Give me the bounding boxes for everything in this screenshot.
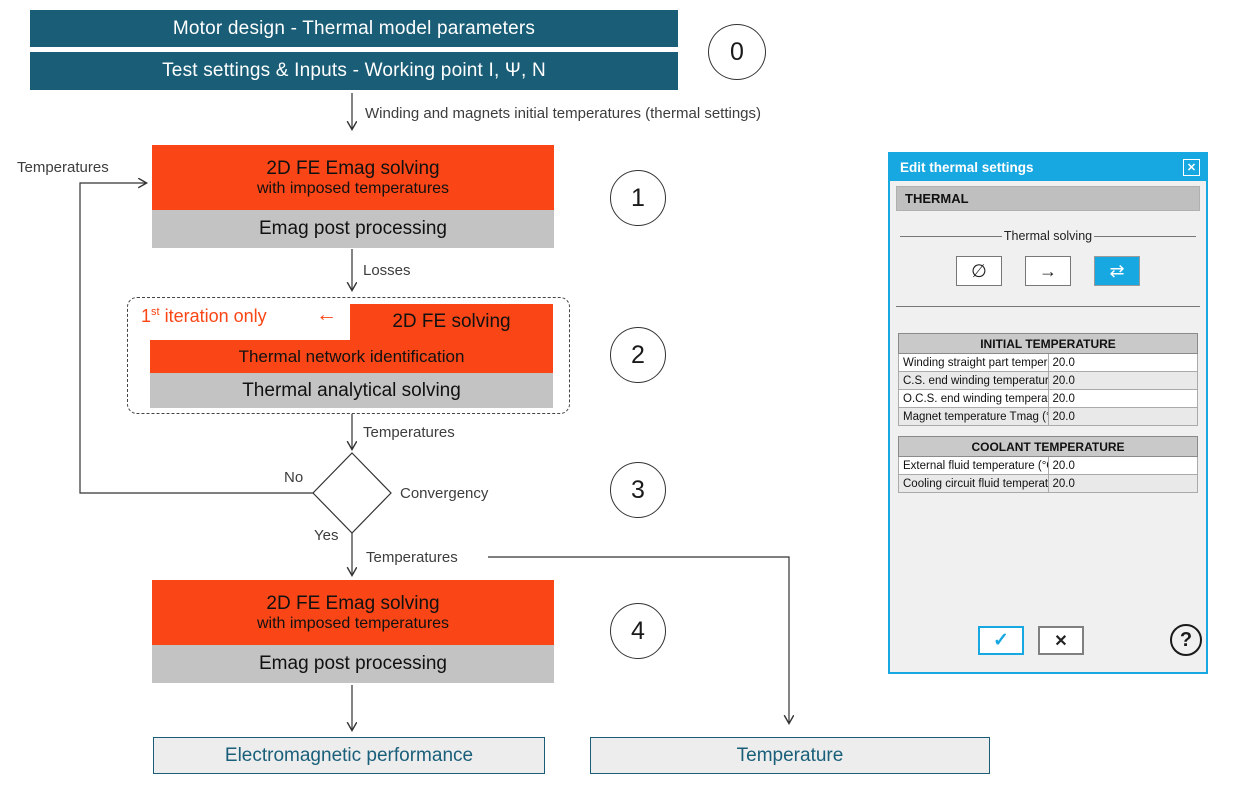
step-badge-4: 4 [610,603,666,659]
arrow-label-initial-temperatures: Winding and magnets initial temperatures… [365,105,762,122]
param-label: C.S. end winding temperature (°C) [898,371,1049,390]
table-row: C.S. end winding temperature (°C) 20.0 [898,371,1198,390]
decision-no-label: No [284,469,304,486]
param-value[interactable]: 20.0 [1047,353,1198,372]
edit-thermal-settings-dialog: Edit thermal settings ✕ THERMAL Thermal … [888,152,1208,674]
param-value[interactable]: 20.0 [1047,474,1198,493]
input-box-test-settings: Test settings & Inputs - Working point I… [30,52,678,90]
iterative-solving-button[interactable]: ⇄ [1094,256,1140,286]
decision-convergency-label: Convergency [400,485,489,502]
step2-first-iteration-note: 1st iteration only [141,306,267,326]
table-row: External fluid temperature (°C) 20.0 [898,456,1198,475]
dialog-body: THERMAL Thermal solving ∅ → ⇄ INITIAL TE… [890,181,1206,672]
close-icon[interactable]: ✕ [1183,159,1200,176]
param-value[interactable]: 20.0 [1047,456,1198,475]
dialog-title: Edit thermal settings [900,160,1034,175]
iterative-arrows-icon: ⇄ [1109,260,1125,281]
cancel-button[interactable]: ✕ [1038,626,1084,655]
one-way-arrow-icon: → [1039,260,1057,281]
initial-temperature-table: INITIAL TEMPERATURE Winding straight par… [898,333,1198,426]
param-label: Winding straight part temperature (°C) [898,353,1049,372]
param-label: O.C.S. end winding temperature (°C) [898,389,1049,408]
arrow-label-losses: Losses [363,262,411,279]
step1-post-processing-block: Emag post processing [152,210,554,248]
param-label: Cooling circuit fluid temperature (°C) [898,474,1049,493]
step4-post-processing-block: Emag post processing [152,645,554,683]
table-row: O.C.S. end winding temperature (°C) 20.0 [898,389,1198,408]
output-temperature: Temperature [590,737,990,774]
step1-line1: 2D FE Emag solving [266,157,440,179]
input-box-motor-design-label: Motor design - Thermal model parameters [172,17,536,39]
arrow-label-post-convergence-temperatures: Temperatures [366,549,458,566]
param-value[interactable]: 20.0 [1047,389,1198,408]
step2-network-identification-block: Thermal network identification [150,340,553,373]
input-box-motor-design: Motor design - Thermal model parameters [30,10,678,47]
step4-emag-solving-block: 2D FE Emag solving with imposed temperat… [152,580,554,645]
thermal-solving-options: ∅ → ⇄ [890,256,1206,286]
checkmark-icon: ✓ [993,630,1009,651]
coolant-temperature-header: COOLANT TEMPERATURE [898,436,1198,457]
step2-dashed-container [127,297,570,414]
step2-analytical-solving-block: Thermal analytical solving [150,373,553,408]
step1-emag-solving-block: 2D FE Emag solving with imposed temperat… [152,145,554,210]
param-value[interactable]: 20.0 [1047,407,1198,426]
left-arrow-icon: ← [316,303,337,326]
dialog-title-bar[interactable]: Edit thermal settings ✕ [890,154,1206,181]
thermal-solving-group-label: Thermal solving [900,229,1196,243]
step2-fe-solving-block: 2D FE solving [350,304,553,340]
arrow-label-loop-temperatures: Temperatures [17,159,109,176]
no-thermal-solving-button[interactable]: ∅ [956,256,1002,286]
step-badge-1: 1 [610,170,666,226]
table-row: Magnet temperature Tmag (°C) 20.0 [898,407,1198,426]
dialog-actions: ✓ ✕ ? [890,624,1206,658]
decision-yes-label: Yes [314,527,339,544]
group-separator [896,306,1200,307]
thermal-section-header: THERMAL [896,186,1200,211]
table-row: Cooling circuit fluid temperature (°C) 2… [898,474,1198,493]
initial-temperature-header: INITIAL TEMPERATURE [898,333,1198,354]
param-label: Magnet temperature Tmag (°C) [898,407,1049,426]
input-box-test-settings-label: Test settings & Inputs - Working point I… [162,60,546,81]
ok-button[interactable]: ✓ [978,626,1024,655]
step-badge-2: 2 [610,327,666,383]
question-mark-icon: ? [1179,628,1193,651]
one-way-solving-button[interactable]: → [1025,256,1071,286]
no-solving-icon: ∅ [971,260,987,281]
param-label: External fluid temperature (°C) [898,456,1049,475]
arrow-label-pre-convergence-temperatures: Temperatures [363,424,455,441]
table-row: Winding straight part temperature (°C) 2… [898,353,1198,372]
coolant-temperature-table: COOLANT TEMPERATURE External fluid tempe… [898,436,1198,493]
cancel-x-icon: ✕ [1054,632,1068,650]
help-button[interactable]: ? [1170,624,1202,656]
output-electromagnetic-performance: Electromagnetic performance [153,737,545,774]
step-badge-3: 3 [610,462,666,518]
step-badge-0: 0 [708,24,766,80]
step1-line2: with imposed temperatures [256,179,450,197]
param-value[interactable]: 20.0 [1047,371,1198,390]
